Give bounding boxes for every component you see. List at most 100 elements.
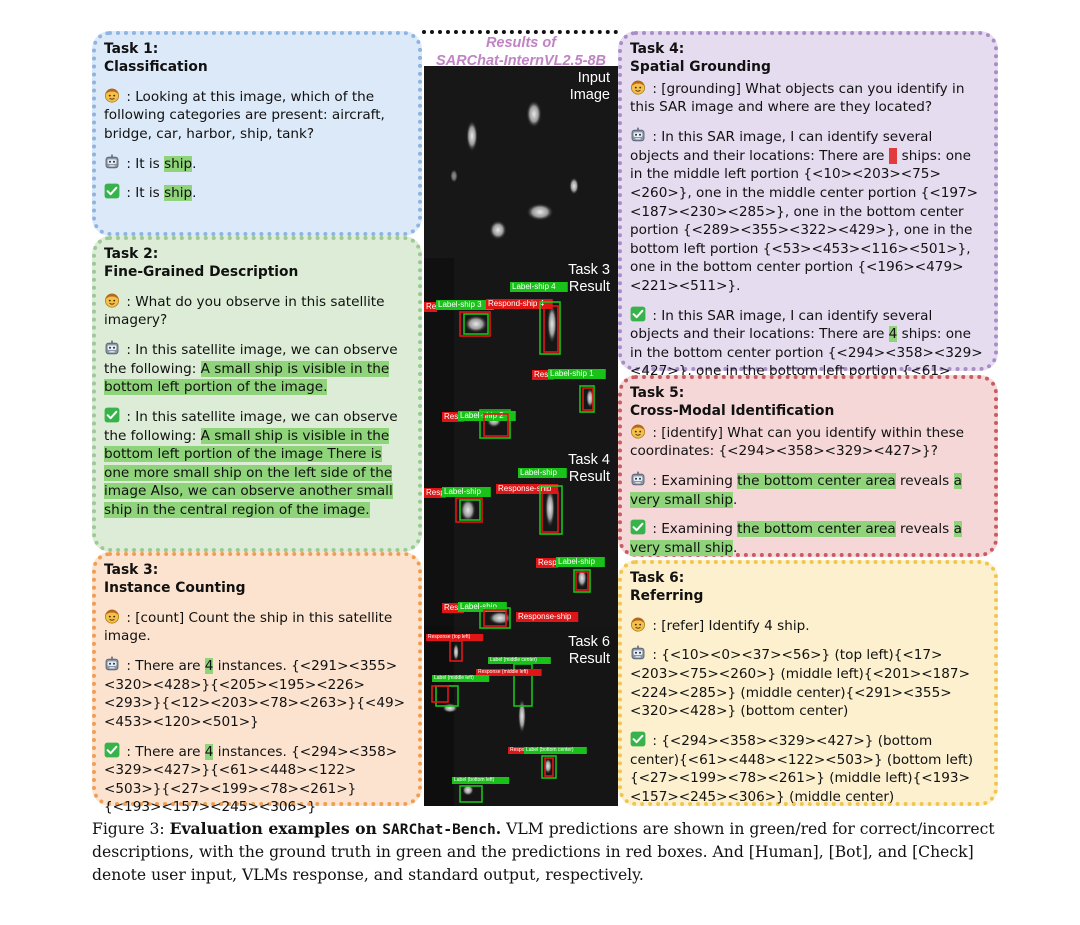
task-3-check: : There are 4 instances. {<294><358><329… bbox=[104, 742, 398, 816]
task-2-panel: Task 2: Fine-Grained Description : What … bbox=[92, 236, 422, 552]
task-6-panel: Task 6: Referring : [refer] Identify 4 s… bbox=[618, 560, 998, 806]
t6-box-green-4 bbox=[459, 785, 483, 803]
check-icon bbox=[104, 407, 120, 423]
task-1-human: : Looking at this image, which of the fo… bbox=[104, 88, 385, 143]
t4-tag-response-ship-a: Response-ship bbox=[498, 484, 552, 493]
robot-icon bbox=[104, 656, 120, 672]
t4-tag-label-ship-b: Label-ship bbox=[444, 487, 481, 496]
figure-caption: Figure 3: Evaluation examples on SARChat… bbox=[92, 819, 995, 884]
t4-tag-label-ship-a: Label-ship bbox=[520, 468, 557, 477]
t3-box-green-2 bbox=[539, 301, 561, 355]
t6-box-red-2 bbox=[431, 685, 449, 703]
t4-box-red-4 bbox=[483, 609, 507, 627]
t3-tag-label-ship-1: Label-ship 1 bbox=[550, 369, 594, 378]
t4-box-green-4 bbox=[479, 607, 511, 629]
t3-tag-label-ship-2: Label-ship 2 bbox=[460, 411, 504, 420]
t4-box-green-3 bbox=[573, 569, 591, 593]
results-frame-top bbox=[422, 30, 618, 42]
task-1-check: : It is ship. bbox=[104, 183, 408, 203]
check-icon bbox=[104, 183, 120, 199]
task-6-result-label: Task 6 Result bbox=[568, 634, 610, 668]
task-2-bot: : In this satellite image, we can observ… bbox=[104, 340, 398, 396]
task-3-title: Task 3: Instance Counting bbox=[104, 562, 246, 596]
task-4-title: Task 4: Spatial Grounding bbox=[630, 41, 771, 75]
task-4-result-label: Task 4 Result bbox=[568, 452, 610, 486]
task-2-title: Task 2: Fine-Grained Description bbox=[104, 246, 299, 280]
task-5-check: : Examining the bottom center area revea… bbox=[630, 519, 962, 556]
task-6-human: : [refer] Identify 4 ship. bbox=[630, 616, 984, 636]
task-6-result-panel bbox=[424, 626, 618, 806]
t4-tag-resp-b: Resp bbox=[538, 558, 557, 567]
t4-tag-response-ship-b-bg bbox=[516, 612, 579, 622]
check-icon bbox=[630, 731, 646, 747]
task-6-title: Task 6: Referring bbox=[630, 570, 704, 604]
t6-tag-label-middle-center: Label (middle center) bbox=[490, 657, 537, 663]
human-icon bbox=[104, 608, 120, 624]
task-5-bot: : Examining the bottom center area revea… bbox=[630, 471, 962, 508]
t4-tag-label-ship-d: Label-ship bbox=[460, 602, 497, 611]
task-2-check: : In this satellite image, we can observ… bbox=[104, 407, 398, 518]
task-5-title: Task 5: Cross-Modal Identification bbox=[630, 385, 835, 419]
t3-box-green-4 bbox=[479, 409, 511, 439]
input-image-panel bbox=[424, 66, 618, 258]
t3-tag-respond-ship-4: Respond-ship 4 bbox=[488, 299, 545, 308]
t6-tag-label-bottom-center: Label (bottom center) bbox=[526, 747, 574, 753]
t6-tag-label-middle-left-bg bbox=[432, 675, 490, 682]
t4-tag-label-ship-a-bg bbox=[518, 468, 567, 478]
t3-tag-label-ship-2-bg bbox=[458, 411, 516, 421]
t6-tag-label-middle-left: Label (middle left) bbox=[434, 675, 474, 681]
t3-tag-respond-ship-4-bg bbox=[486, 299, 553, 309]
check-icon bbox=[104, 742, 120, 758]
check-icon bbox=[630, 306, 646, 322]
human-icon bbox=[630, 79, 646, 95]
t4-tag-label-ship-c-bg bbox=[556, 557, 605, 567]
robot-icon bbox=[630, 471, 646, 487]
t3-box-green-1 bbox=[463, 313, 489, 335]
t6-tag-label-bottom-left: Label (bottom left) bbox=[454, 777, 495, 783]
t3-tag-resp-1: Resp bbox=[534, 370, 553, 379]
t6-tag-response-top-left-bg bbox=[426, 634, 484, 641]
t4-tag-label-ship-c: Label-ship bbox=[558, 557, 595, 566]
t4-tag-resp-b-bg bbox=[536, 558, 558, 568]
t6-tag-label-middle-center-bg bbox=[488, 657, 551, 664]
t3-tag-resp-2-bg bbox=[442, 412, 464, 422]
robot-icon bbox=[104, 154, 120, 170]
task-3-human: : [count] Count the ship in this satelli… bbox=[104, 608, 393, 645]
t4-tag-resp-c-bg bbox=[442, 603, 464, 613]
t4-tag-resp-a: Resp bbox=[426, 488, 445, 497]
task-3-result-label: Task 3 Result bbox=[568, 262, 610, 296]
t6-tag-label-bottom-center-bg bbox=[524, 747, 587, 754]
input-image-label: Input Image bbox=[569, 70, 610, 104]
check-icon bbox=[630, 519, 646, 535]
human-icon bbox=[630, 616, 646, 632]
robot-icon bbox=[104, 340, 120, 356]
task-6-bot: : {<10><0><37><56>} (top left){<17><203>… bbox=[630, 647, 970, 720]
t4-tag-response-ship-b: Response-ship bbox=[518, 612, 572, 621]
t4-tag-label-ship-d-bg bbox=[458, 602, 507, 612]
t4-box-red-1 bbox=[455, 497, 483, 523]
t3-tag-resp-1-bg bbox=[532, 370, 554, 380]
t6-tag-response-middle-left: Response (middle left) bbox=[478, 669, 528, 675]
task-3-panel: Task 3: Instance Counting : [count] Coun… bbox=[92, 552, 422, 815]
t3-tag-re: Re bbox=[426, 302, 437, 311]
t4-tag-resp-a-bg bbox=[424, 488, 446, 498]
t3-tag-label-ship-3: Label-ship 3 bbox=[438, 300, 482, 309]
t4-tag-resp-c: Resp bbox=[444, 603, 463, 612]
t6-box-green-3 bbox=[541, 755, 557, 779]
t3-box-red-3 bbox=[582, 387, 594, 411]
t6-box-red-3 bbox=[544, 757, 554, 777]
t3-tag-resp-2: Resp bbox=[444, 412, 463, 421]
task-3-result-panel bbox=[424, 258, 618, 446]
task-5-panel: Task 5: Cross-Modal Identification : [id… bbox=[618, 375, 998, 557]
task-4-bot: : In this SAR image, I can identify seve… bbox=[630, 127, 979, 294]
t4-tag-label-ship-b-bg bbox=[442, 487, 491, 497]
t4-tag-response-ship-a-bg bbox=[496, 484, 559, 494]
robot-icon bbox=[630, 127, 646, 143]
results-title: Results of SARChat-InternVL2.5-8B bbox=[436, 35, 606, 70]
t3-box-green-3 bbox=[579, 385, 595, 413]
t6-tag-response-top-left: Response (top left) bbox=[428, 634, 471, 640]
t3-tag-label-ship-3-bg bbox=[436, 300, 494, 310]
task-4-panel: Task 4: Spatial Grounding : [grounding] … bbox=[618, 31, 998, 454]
